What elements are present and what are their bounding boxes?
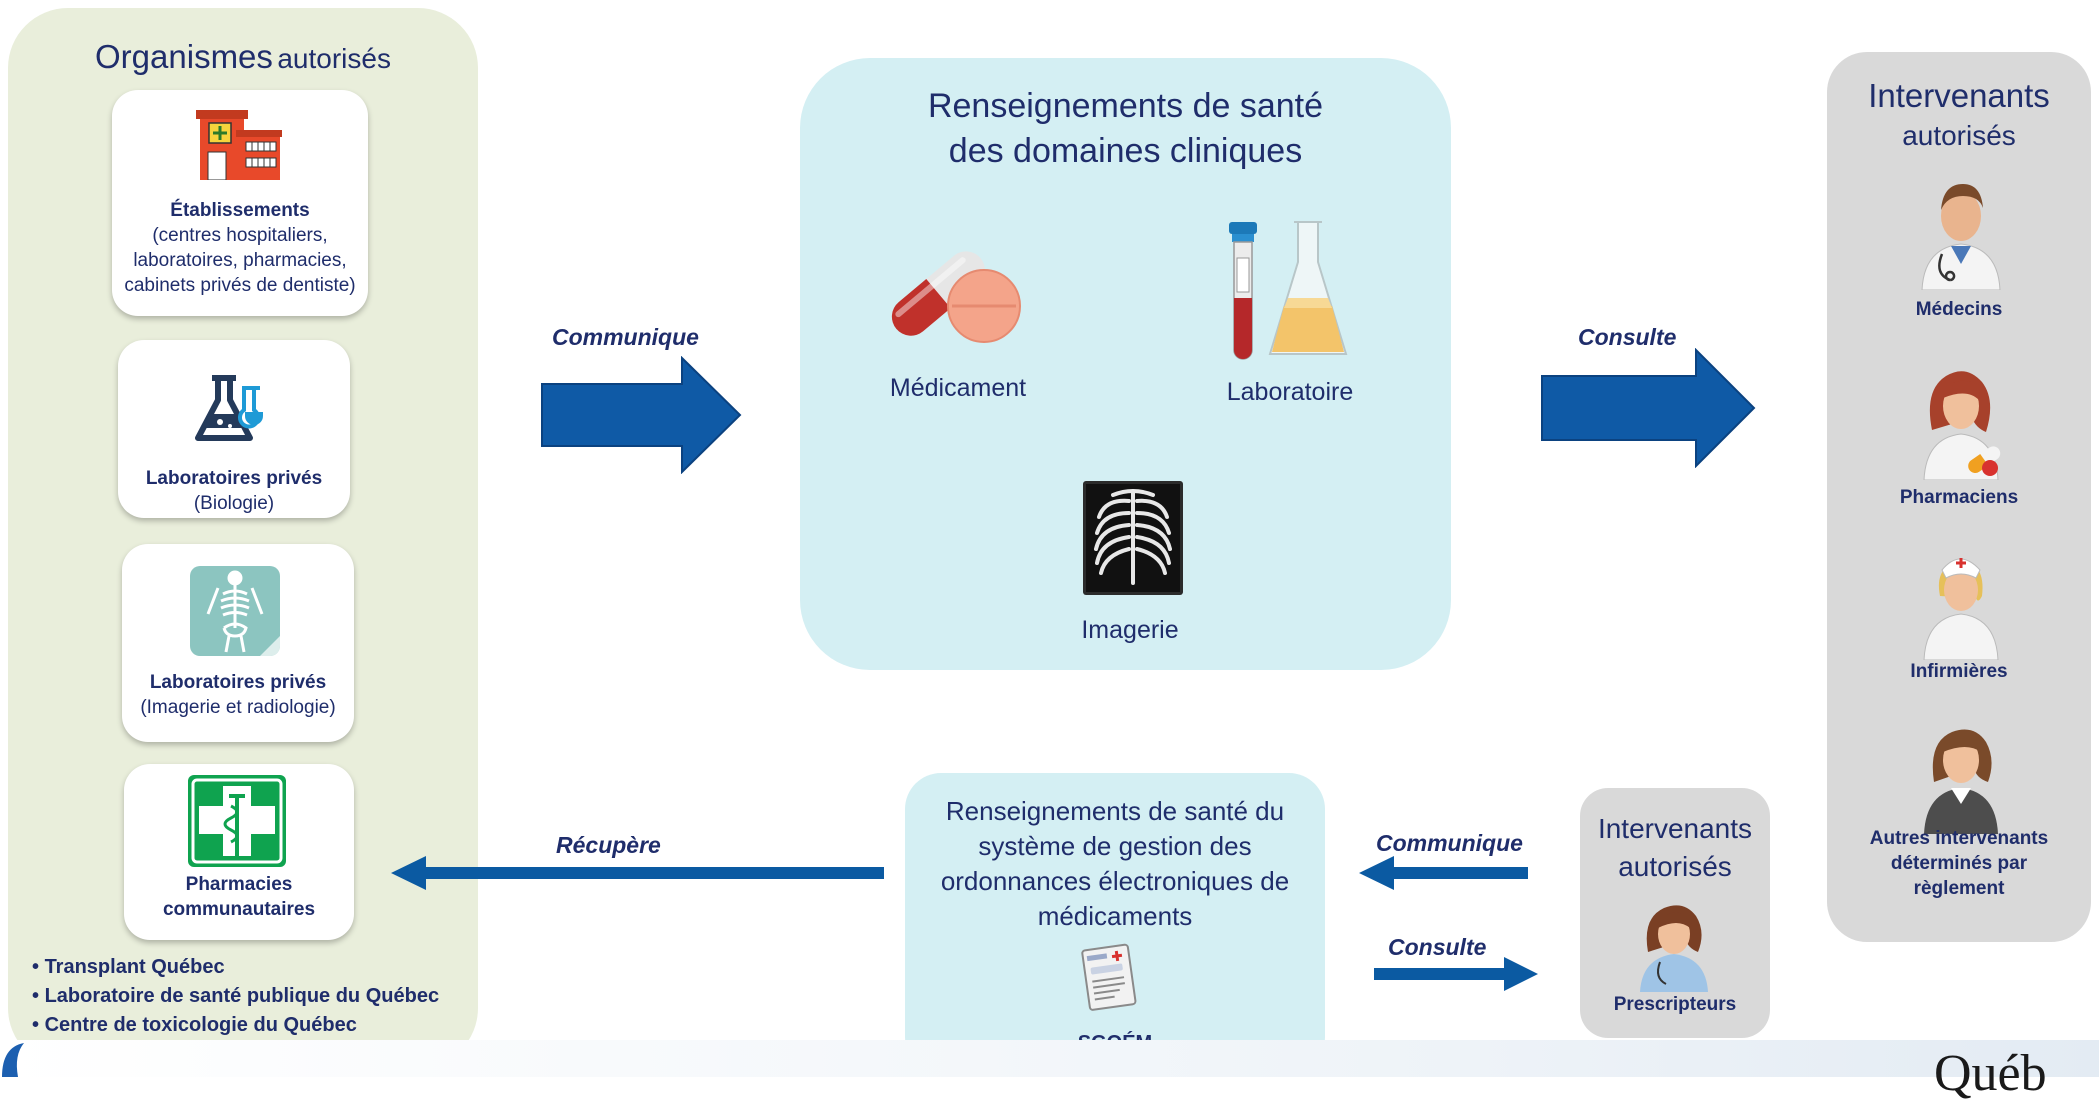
sgoem-title-line-1: Renseignements de santé du <box>945 796 1285 826</box>
card-labs-imagerie: Laboratoires privés (Imagerie et radiolo… <box>122 544 354 742</box>
label-laboratoire: Laboratoire <box>1226 378 1354 406</box>
card-labs-imagerie-title: Laboratoires privés <box>149 672 327 693</box>
org-lspq: Laboratoire de santé publique du Québec <box>44 985 440 1007</box>
actor-infirmieres: Infirmières <box>1910 661 2008 682</box>
arrow-label-communique-top: Communique <box>552 324 699 350</box>
test-tube-flask-icon <box>1229 221 1348 360</box>
quebec-logo-mark-icon <box>2 1043 24 1077</box>
card-etablissements-desc-3: cabinets privés de dentiste) <box>124 275 356 296</box>
org-transplant-quebec: Transplant Québec <box>44 956 225 978</box>
center-title-line-1: Renseignements de santé <box>927 87 1324 125</box>
card-etablissements-desc-2: laboratoires, pharmacies, <box>133 250 347 271</box>
list-item: • Transplant Québec <box>32 956 225 978</box>
right-title-line-2: autorisés <box>1902 120 2016 151</box>
card-pharmacies: Pharmacies communautaires <box>124 764 354 940</box>
lab-flask-icon <box>195 375 263 441</box>
center-title-line-2: des domaines cliniques <box>948 132 1303 170</box>
arrow-label-consulte-top: Consulte <box>1578 324 1677 350</box>
list-item: • Centre de toxicologie du Québec <box>32 1014 357 1036</box>
xray-ribcage-icon <box>1083 481 1183 595</box>
center-panel-title: Renseignements de santé des domaines cli… <box>800 84 1451 174</box>
prescriber-icon <box>1640 905 1708 992</box>
actor-autres-line-1: Autres intervenants <box>1869 828 2049 849</box>
prescribers-panel-title: Intervenants autorisés <box>1580 810 1770 886</box>
presc-title-line-2: autorisés <box>1618 851 1732 882</box>
actor-autres-line-3: règlement <box>1913 878 2005 899</box>
actor-medecins: Médecins <box>1915 299 2003 320</box>
arrow-label-communique-bottom: Communique <box>1376 830 1523 856</box>
card-labs-biologie: Laboratoires privés (Biologie) <box>118 340 350 518</box>
left-panel-title: Organismes autorisés <box>8 38 478 76</box>
sgoem-panel-title: Renseignements de santé du système de ge… <box>905 794 1325 934</box>
arrow-communique-top <box>541 356 742 474</box>
card-etablissements-title: Établissements <box>170 200 310 221</box>
prescription-document-icon <box>1081 943 1137 1011</box>
card-labs-imagerie-desc: (Imagerie et radiologie) <box>140 697 336 718</box>
org-ctq: Centre de toxicologie du Québec <box>44 1014 357 1036</box>
arrow-consulte-top <box>1541 348 1756 468</box>
card-etablissements-desc-1: (centres hospitaliers, <box>152 225 328 246</box>
other-professional-icon <box>1924 729 1998 834</box>
prescribers-label: Prescripteurs <box>1613 994 1737 1015</box>
footer-band <box>0 1040 2099 1077</box>
arrow-label-recupere: Récupère <box>556 832 661 858</box>
other-organizations-list: • Transplant Québec • Laboratoire de san… <box>32 953 439 1040</box>
arrow-label-consulte-bottom: Consulte <box>1388 934 1487 960</box>
pharmacist-icon <box>1923 371 2001 480</box>
card-pharmacies-title-2: communautaires <box>162 899 316 920</box>
right-panel-title: Intervenants autorisés <box>1827 76 2091 156</box>
card-labs-biologie-desc: (Biologie) <box>193 493 275 514</box>
sgoem-panel <box>905 773 1325 1073</box>
list-item: • Laboratoire de santé publique du Québe… <box>32 985 440 1007</box>
hospital-icon <box>196 110 282 180</box>
left-title-main: Organismes <box>95 38 273 75</box>
card-etablissements: Établissements (centres hospitaliers, la… <box>112 90 368 316</box>
presc-title-line-1: Intervenants <box>1597 813 1753 844</box>
skeleton-xray-icon <box>190 566 280 656</box>
label-imagerie: Imagerie <box>1081 616 1179 644</box>
actor-autres-line-2: déterminés par <box>1890 853 2028 874</box>
sgoem-title-line-2: système de gestion des <box>978 831 1252 861</box>
actor-autres-intervenants: Autres intervenants déterminés par règle… <box>1827 826 2091 901</box>
sgoem-title-line-3: ordonnances électroniques de <box>940 866 1290 896</box>
nurse-icon <box>1923 558 1999 660</box>
arrow-consulte-bottom <box>1374 957 1538 991</box>
label-medicament: Médicament <box>889 374 1027 402</box>
card-pharmacies-title-1: Pharmacies <box>185 874 293 895</box>
pharmacy-cross-icon <box>188 775 286 867</box>
arrow-communique-bottom <box>1359 856 1528 890</box>
actor-pharmaciens: Pharmaciens <box>1899 487 2019 508</box>
quebec-wordmark: Québ <box>1934 1045 2047 1102</box>
sgoem-title-line-4: médicaments <box>1037 901 1193 931</box>
left-title-sub: autorisés <box>277 43 391 74</box>
doctor-icon <box>1921 184 2001 290</box>
card-labs-biologie-title: Laboratoires privés <box>145 468 323 489</box>
arrow-recupere <box>391 856 884 890</box>
pill-icon <box>891 251 1021 343</box>
right-title-line-1: Intervenants <box>1868 77 2050 114</box>
